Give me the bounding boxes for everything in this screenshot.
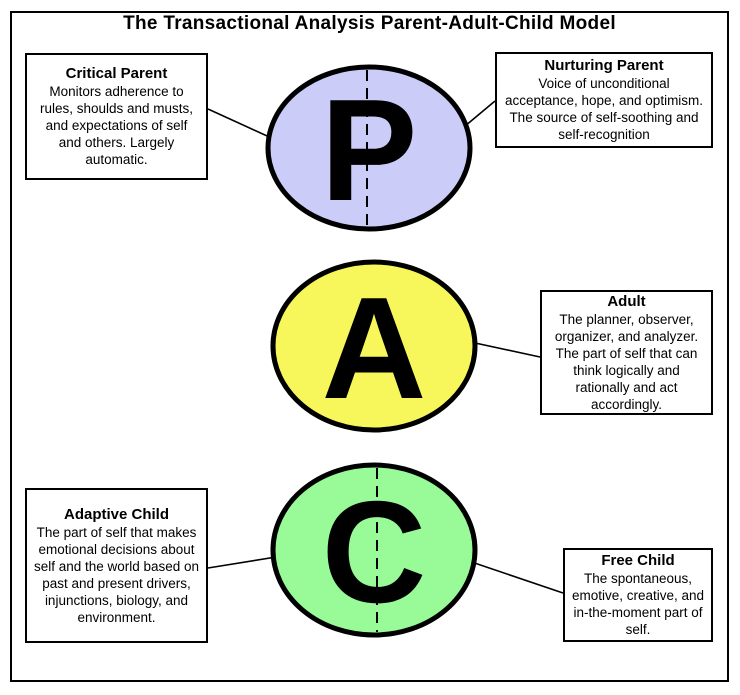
adult-ellipse bbox=[270, 259, 478, 433]
page-title: The Transactional Analysis Parent-Adult-… bbox=[123, 13, 616, 34]
adult-description: The planner, observer, organizer, and an… bbox=[554, 311, 699, 412]
adaptive-child-heading: Adaptive Child bbox=[63, 505, 169, 523]
critical-parent-heading: Critical Parent bbox=[65, 65, 168, 82]
adult-letter: A bbox=[322, 267, 427, 429]
adaptive-child-box: Adaptive Child The part of self that mak… bbox=[25, 488, 208, 643]
nurturing-parent-heading: Nurturing Parent bbox=[544, 57, 664, 74]
adaptive-child-description: The part of self that makes emotional de… bbox=[33, 524, 200, 625]
free-child-box: Free Child The spontaneous, emotive, cre… bbox=[563, 548, 713, 642]
critical-parent-box: Critical Parent Monitors adherence to ru… bbox=[25, 53, 208, 180]
nurturing-parent-description: Voice of unconditional acceptance, hope,… bbox=[504, 76, 704, 142]
parent-ellipse bbox=[265, 64, 473, 232]
child-ellipse bbox=[270, 462, 478, 638]
nurturing-parent-box: Nurturing Parent Voice of unconditional … bbox=[495, 52, 713, 148]
critical-parent-description: Monitors adherence to rules, shoulds and… bbox=[39, 84, 194, 167]
parent-letter: P bbox=[321, 69, 418, 231]
diagram-border bbox=[10, 11, 729, 682]
adult-box: Adult The planner, observer, organizer, … bbox=[540, 290, 713, 415]
free-child-heading: Free Child bbox=[601, 552, 675, 569]
child-letter: C bbox=[322, 471, 427, 633]
free-child-description: The spontaneous, emotive, creative, and … bbox=[571, 571, 705, 637]
adult-heading: Adult bbox=[607, 292, 646, 310]
